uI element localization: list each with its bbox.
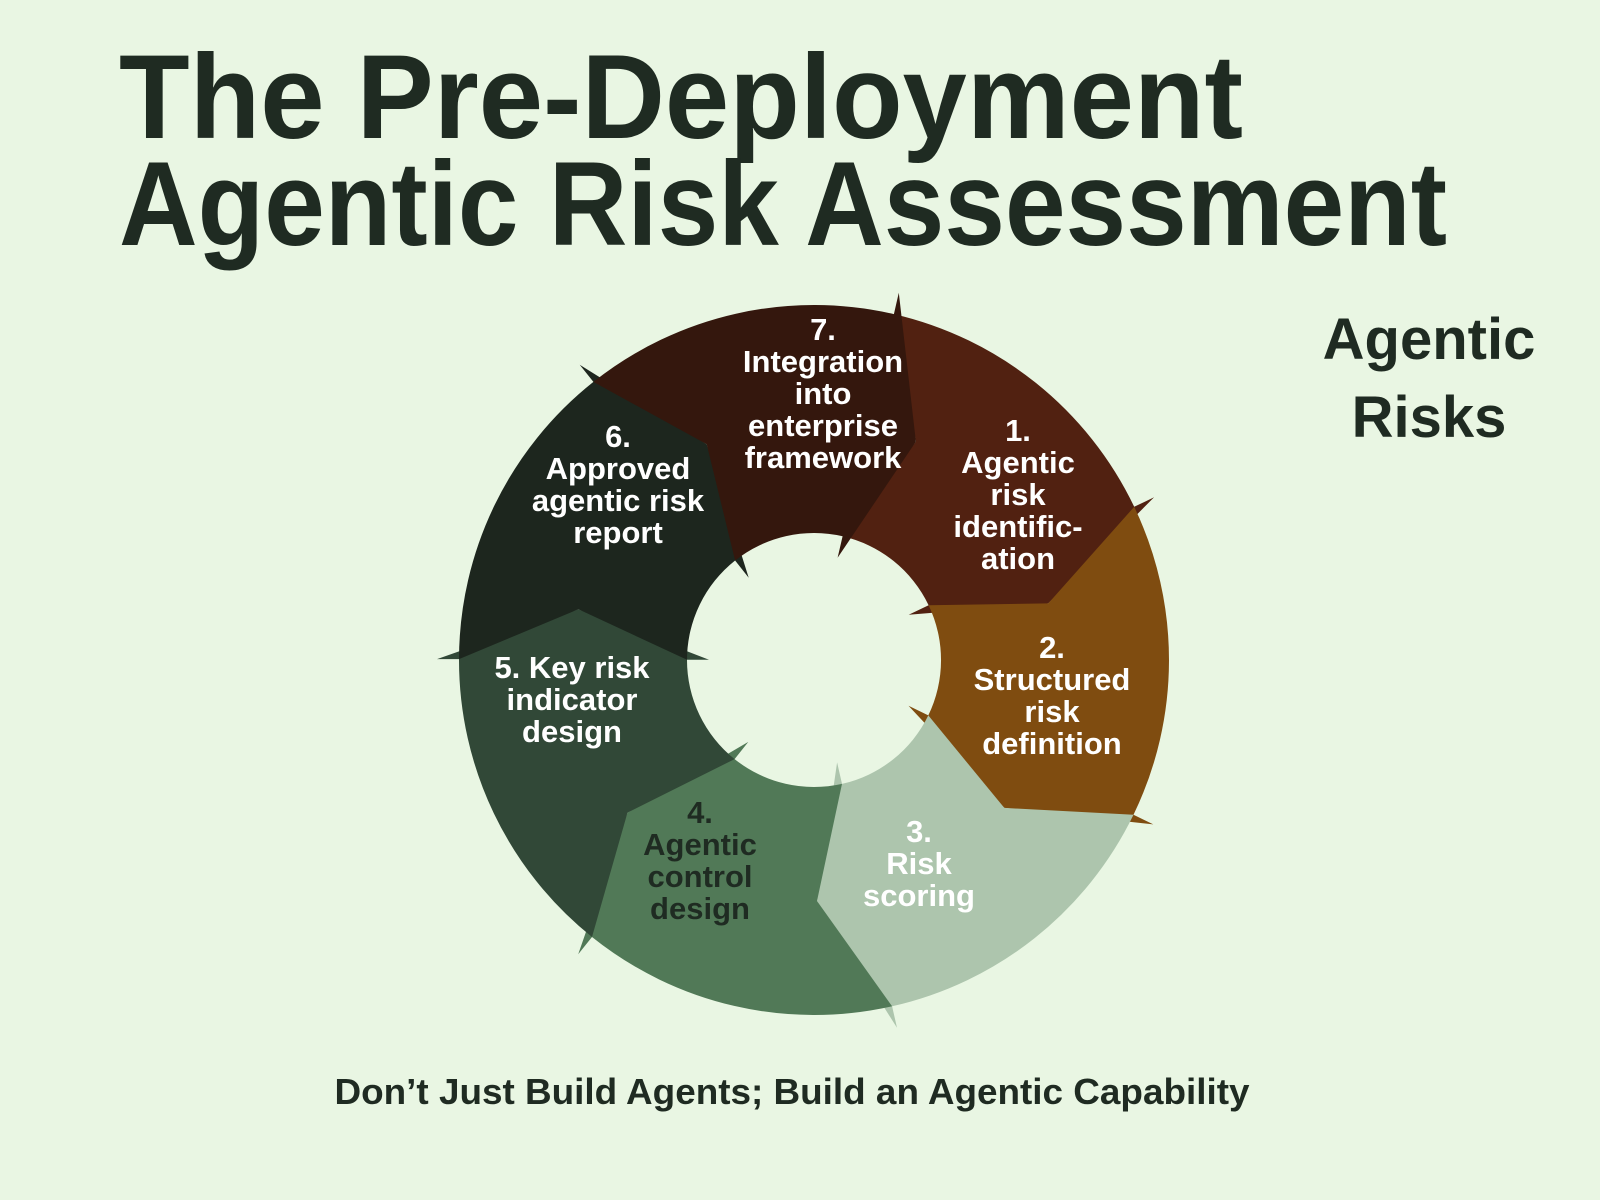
step-label-line: design: [522, 714, 622, 749]
step-label-line: framework: [745, 440, 903, 475]
step-label-line: Risk: [886, 846, 952, 881]
cycle-arrows: [437, 292, 1169, 1028]
step-label-line: risk: [990, 477, 1046, 512]
arrow-segment-5: [578, 741, 893, 1015]
step-label-line: Structured: [974, 662, 1131, 697]
arrow-segment-1: [593, 292, 916, 561]
step-label-line: control: [647, 859, 752, 894]
side-label-line-2: Risks: [1352, 385, 1507, 450]
step-label-line: 2.: [1039, 630, 1065, 665]
step-label-line: 5. Key risk: [494, 650, 650, 685]
step-label-line: Agentic: [961, 445, 1075, 480]
step-label-line: enterprise: [748, 408, 898, 443]
step-label-line: Agentic: [643, 827, 757, 862]
step-label-line: Approved: [546, 451, 691, 486]
title-line-1: The Pre-Deployment: [119, 30, 1243, 164]
step-label-line: 3.: [906, 814, 932, 849]
arrow-segment-3: [908, 506, 1169, 825]
arrow-segment-7: [459, 364, 749, 660]
step-label-line: 7.: [810, 312, 836, 347]
step-label-line: definition: [982, 726, 1121, 761]
arrow-segment-6: [437, 609, 735, 937]
footer-tagline: Don’t Just Build Agents; Build an Agenti…: [335, 1071, 1250, 1112]
step-label-line: 4.: [687, 795, 713, 830]
step-label-line: indicator: [507, 682, 638, 717]
step-label-line: identific-: [953, 509, 1082, 544]
step-label-line: design: [650, 891, 750, 926]
step-label-line: report: [573, 515, 663, 550]
title-line-2: Agentic Risk Assessment: [119, 137, 1447, 271]
step-label-line: into: [795, 376, 852, 411]
step-label-line: Integration: [743, 344, 903, 379]
step-label-line: 1.: [1005, 413, 1031, 448]
step-label-line: risk: [1024, 694, 1080, 729]
step-label-line: 6.: [605, 419, 631, 454]
side-label-line-1: Agentic: [1323, 307, 1536, 372]
step-label-line: scoring: [863, 878, 975, 913]
arrow-segment-2: [842, 314, 1155, 615]
arrow-segment-4: [817, 715, 1134, 1028]
step-label-line: agentic risk: [532, 483, 705, 518]
step-label-line: ation: [981, 541, 1055, 576]
